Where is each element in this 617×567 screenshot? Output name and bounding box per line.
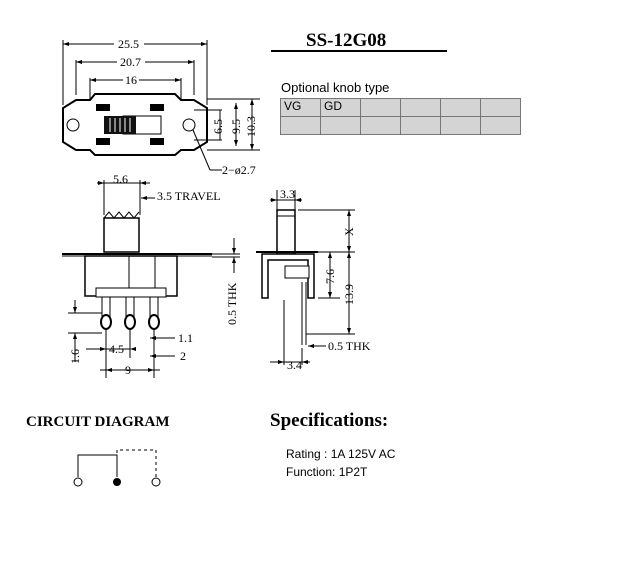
knob-empty-cell [480, 116, 521, 135]
dim-3-3: 3.3 [280, 187, 295, 201]
circuit-diagram-heading: CIRCUIT DIAGRAM [26, 414, 170, 430]
specifications-heading: Specifications: [270, 410, 389, 431]
knob-option-cell: VG [280, 98, 321, 117]
dim-16: 16 [125, 73, 137, 87]
dim-6-5: 6.5 [211, 119, 225, 134]
circuit-diagram [73, 449, 161, 487]
dim-2: 2 [180, 349, 186, 363]
side-view: 3.3 X 7.6 13.9 0.5 THK 3. [256, 187, 371, 372]
dim-x: X [342, 227, 356, 236]
mount-hole-left [66, 118, 80, 132]
mount-hole-right [182, 118, 196, 132]
dim-thk-front: 0.5 THK [225, 282, 239, 325]
front-view: 5.6 3.5 TRAVEL 0.5 THK [62, 172, 240, 378]
dim-4-5: 4.5 [109, 342, 124, 356]
dim-13-9: 13.9 [342, 284, 356, 305]
dim-10-3: 10.3 [244, 116, 258, 137]
title-underline [271, 50, 447, 52]
knob-type-table: VG GD [280, 98, 521, 135]
dim-3-4: 3.4 [287, 358, 302, 372]
dim-hole-dia: 2−ø2.7 [222, 163, 256, 177]
dim-9-5: 9.5 [229, 119, 243, 134]
dim-25-5: 25.5 [118, 37, 139, 51]
terminal-right [151, 477, 161, 487]
terminal-common [113, 478, 121, 486]
spec-rating: Rating : 1A 125V AC [286, 447, 396, 461]
spec-function: Function: 1P2T [286, 465, 368, 479]
dim-5-6: 5.6 [113, 172, 128, 186]
part-number-title: SS-12G08 [306, 30, 387, 51]
dim-20-7: 20.7 [120, 55, 141, 69]
dim-thk-side: 0.5 THK [328, 339, 371, 353]
dim-7-6: 7.6 [323, 269, 337, 284]
dim-9: 9 [125, 363, 131, 377]
dim-1-1: 1.1 [178, 331, 193, 345]
dim-travel: 3.5 TRAVEL [157, 189, 221, 203]
top-view: 25.5 20.7 16 6.5 9.5 10.3 [62, 37, 260, 177]
terminal-left [73, 477, 83, 487]
knob-type-label: Optional knob type [281, 80, 390, 95]
dim-1-6: 1.6 [68, 349, 82, 364]
